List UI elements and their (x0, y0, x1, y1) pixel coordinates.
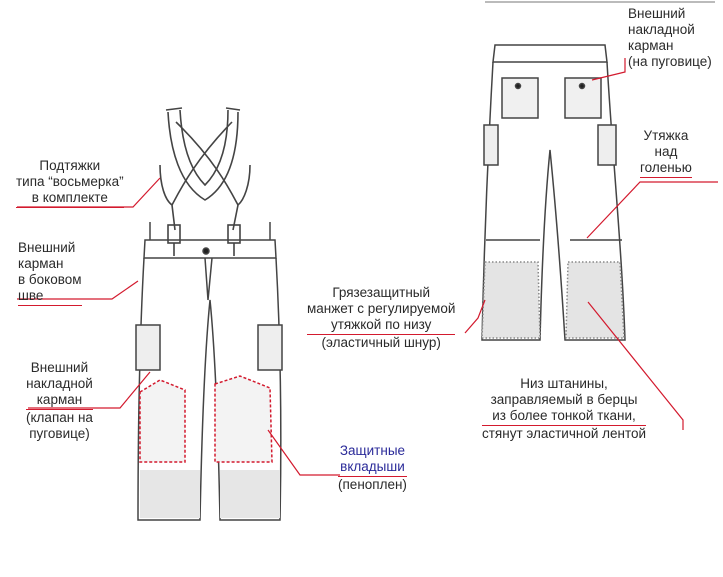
suspenders-drawing (159, 107, 251, 256)
label-side-pocket-line4: шве (18, 288, 82, 306)
label-back-pocket-line4: (на пуговице) (628, 54, 712, 69)
leader-side-pocket (17, 280, 139, 300)
label-flap-pocket-line1: Внешний (30, 360, 89, 375)
leader-calf-strap (586, 181, 718, 239)
label-cuff-line2: манжет с регулируемой (307, 301, 456, 316)
label-flap-pocket-line5: пуговице) (29, 426, 90, 441)
label-back-pocket-line2: накладной (628, 22, 695, 37)
label-cuff-line1: Грязезащитный (332, 285, 431, 300)
label-suspenders-line1: Подтяжки (39, 158, 101, 173)
label-cuff-line3: утяжкой по низу (307, 317, 456, 335)
label-flap-pocket-line2: накладной (26, 376, 93, 391)
label-back-pocket-line1: Внешний (628, 6, 686, 21)
label-suspenders-line3: в комплекте (16, 190, 124, 208)
label-hem-line2: заправляемый в берцы (490, 392, 638, 407)
label-calf-strap-line3: голенью (640, 160, 692, 178)
label-suspenders: Подтяжки типа “восьмерка” в комплекте (16, 158, 124, 208)
leader-hem (587, 301, 684, 430)
label-inserts-line1: Защитные (339, 443, 406, 458)
label-inserts-line3: (пеноплен) (338, 477, 407, 492)
leader-back-pocket (591, 58, 626, 81)
back-trousers-drawing (481, 44, 626, 341)
label-side-pocket-line1: Внешний (18, 240, 76, 255)
label-cuff-line4: (эластичный шнур) (321, 335, 441, 350)
leader-inserts (267, 429, 340, 476)
label-hem-line3: из более тонкой ткани, (482, 408, 647, 426)
label-inserts-line2: вкладыши (338, 459, 407, 477)
label-flap-pocket-line3: карман (26, 392, 93, 410)
label-hem-line4: стянут эластичной лентой (482, 426, 647, 441)
label-side-pocket: Внешний карман в боковом шве (18, 240, 82, 306)
label-flap-pocket: Внешний накладной карман (клапан на пуго… (26, 360, 93, 442)
label-calf-strap-line1: Утяжка (643, 128, 689, 143)
label-back-pocket: Внешний накладной карман (на пуговице) (628, 6, 712, 70)
leader-flap-pocket (28, 371, 151, 409)
label-side-pocket-line3: в боковом (18, 272, 82, 287)
label-calf-strap-line2: над (654, 144, 678, 159)
label-side-pocket-line2: карман (18, 256, 64, 271)
label-back-pocket-line3: карман (628, 38, 674, 53)
label-inserts: Защитные вкладыши (пеноплен) (338, 443, 407, 493)
label-cuff: Грязезащитный манжет с регулируемой утяж… (307, 285, 456, 351)
label-hem-line1: Низ штанины, (520, 376, 608, 391)
front-trousers-drawing (135, 222, 283, 521)
leader-cuff (464, 299, 486, 334)
label-calf-strap: Утяжка над голенью (640, 128, 692, 178)
label-flap-pocket-line4: (клапан на (26, 410, 93, 425)
label-hem: Низ штанины, заправляемый в берцы из бол… (482, 376, 647, 442)
label-suspenders-line2: типа “восьмерка” (16, 174, 124, 189)
